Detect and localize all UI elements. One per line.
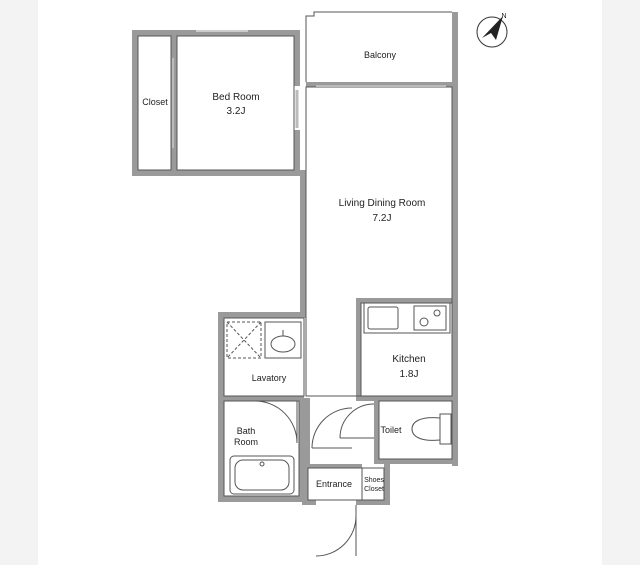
bathtub-outer [229, 455, 295, 495]
wall-bath-right [299, 400, 304, 502]
toilet-bowl [411, 417, 441, 441]
label-balcony: Balcony [364, 50, 397, 60]
wall-bath-bottom [218, 496, 304, 502]
wall-shoes-right [384, 464, 390, 504]
wall-toilet-bottom [374, 459, 458, 464]
compass-needle [482, 16, 503, 40]
wall-bedroom-top [132, 30, 300, 36]
wall-right-exterior [452, 12, 458, 466]
vanity-counter [264, 321, 302, 359]
bedroom-outline [176, 35, 295, 171]
kitchen-outline [360, 302, 453, 397]
toilet-fixture [411, 413, 452, 445]
wall-kitchen-bottom [356, 396, 452, 401]
compass-north-label: N [501, 13, 506, 20]
wall-kitchen-top [356, 298, 452, 303]
room-labels: Balcony Closet Bed Room 3.2J Living Dini… [142, 50, 425, 493]
hall-door-swing [311, 407, 353, 449]
label-bath-line2: Room [234, 437, 258, 447]
washer-space [226, 321, 262, 359]
interior-lines [137, 11, 453, 501]
wall-closet-left [132, 30, 138, 176]
toilet-outline [378, 400, 453, 460]
front-door-swing [315, 515, 357, 557]
label-shoes-line1: Shoes [364, 477, 384, 484]
kitchen-sink [367, 306, 399, 330]
wash-basin [270, 335, 296, 353]
label-kitchen-size: 1.8J [400, 369, 419, 380]
wall-bedroom-bottom [132, 170, 306, 176]
wall-bedroom-right-lower [294, 130, 300, 170]
label-toilet: Toilet [380, 425, 402, 435]
label-lavatory: Lavatory [252, 373, 287, 383]
washer-cross-1 [226, 321, 262, 359]
kitchen-stove [413, 305, 447, 331]
bathtub-inner [234, 459, 290, 491]
wall-bedroom-right-upper [294, 30, 300, 86]
kitchen-fixtures [363, 302, 451, 334]
toilet-tank [439, 413, 452, 445]
compass-icon: N [476, 13, 508, 48]
label-entrance: Entrance [316, 479, 352, 489]
label-bath-line1: Bath [237, 426, 256, 436]
label-living: Living Dining Room [339, 198, 426, 209]
wall-entrance-bottom-left [302, 500, 316, 505]
wall-kitchen-left [356, 298, 361, 398]
wall-lavatory-left [218, 312, 224, 502]
shoes-closet-outline [361, 467, 385, 501]
closet-outline [137, 35, 172, 171]
label-living-size: 7.2J [373, 213, 392, 224]
kitchen-counter [363, 302, 451, 334]
label-bedroom-size: 3.2J [227, 106, 246, 117]
lavatory-outline [223, 317, 305, 397]
door-swings [254, 400, 375, 557]
bath-door-swing [254, 400, 298, 444]
stove-burner-1 [419, 317, 429, 327]
lavatory-fixtures [226, 321, 302, 359]
wall-entrance-left [302, 398, 310, 464]
wall-lavatory-top [218, 312, 306, 318]
living-outline [305, 86, 453, 397]
wall-balcony-bottom [306, 82, 452, 87]
toilet-door-swing [339, 403, 375, 439]
label-kitchen: Kitchen [392, 354, 425, 365]
bath-fixtures [229, 455, 295, 495]
bathtub-drain [259, 461, 265, 467]
wall-entrance-top [302, 464, 362, 468]
label-shoes-line2: Closet [364, 486, 384, 493]
wall-living-left [300, 170, 306, 316]
wall-entrance-bottom-right [356, 500, 390, 505]
stove-burner-2 [433, 309, 441, 317]
wall-toilet-left [374, 401, 379, 461]
label-bedroom: Bed Room [212, 92, 259, 103]
walls [132, 12, 458, 505]
label-closet: Closet [142, 97, 168, 107]
balcony-outline [305, 11, 452, 82]
wall-entrance-left-lower [302, 464, 308, 502]
wall-lavatory-bath-divider [224, 396, 304, 401]
washer-cross-2 [226, 321, 262, 359]
